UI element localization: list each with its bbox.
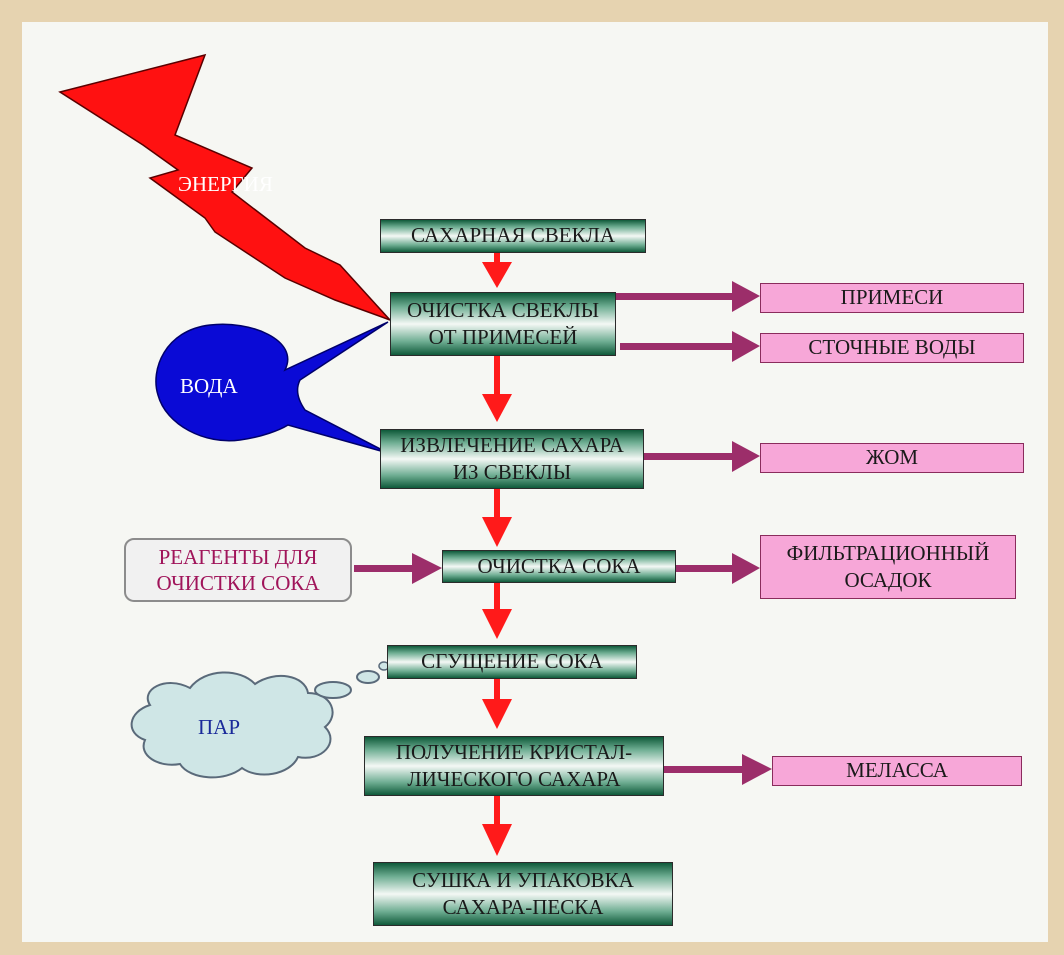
step-7-line-2: САХАРА-ПЕСКА	[442, 895, 604, 919]
step-4-label: ОЧИСТКА СОКА	[477, 553, 641, 578]
reagents-line-2: ОЧИСТКИ СОКА	[156, 571, 320, 595]
output-2-label: СТОЧНЫЕ ВОДЫ	[808, 335, 976, 360]
steam-cloud-icon	[130, 661, 390, 779]
output-molasses: МЕЛАССА	[772, 756, 1022, 786]
output-filter-sediment: ФИЛЬТРАЦИОННЫЙ ОСАДОК	[760, 535, 1016, 599]
water-label: ВОДА	[180, 374, 238, 398]
arrow-step4-to-step5	[482, 583, 512, 639]
arrow-from-reagents	[354, 553, 442, 584]
output-4-line-1: ФИЛЬТРАЦИОННЫЙ	[786, 540, 990, 565]
arrow-to-pulp	[644, 441, 760, 472]
step-sugar-extraction: ИЗВЛЕЧЕНИЕ САХАРА ИЗ СВЕКЛЫ	[380, 429, 644, 489]
output-wastewater: СТОЧНЫЕ ВОДЫ	[760, 333, 1024, 363]
reagents-box: РЕАГЕНТЫ ДЛЯ ОЧИСТКИ СОКА	[124, 538, 352, 602]
energy-label: ЭНЕРГИЯ	[178, 172, 273, 196]
water-drop-icon	[155, 321, 389, 454]
output-1-label: ПРИМЕСИ	[840, 285, 944, 310]
arrow-to-molasses	[664, 754, 772, 785]
steam-label: ПАР	[198, 715, 241, 739]
step-6-line-2: ЛИЧЕСКОГО САХАРА	[407, 767, 621, 791]
step-5-label: СГУЩЕНИЕ СОКА	[421, 649, 603, 674]
arrow-step6-to-step7	[482, 796, 512, 856]
flow-arrows	[482, 250, 512, 856]
step-crystallization: ПОЛУЧЕНИЕ КРИСТАЛ- ЛИЧЕСКОГО САХАРА	[364, 736, 664, 796]
step-1-label: САХАРНАЯ СВЕКЛА	[411, 223, 615, 248]
arrow-to-filter-sediment	[676, 553, 760, 584]
output-5-label: МЕЛАССА	[846, 758, 948, 783]
step-2-line-2: ОТ ПРИМЕСЕЙ	[428, 325, 578, 349]
arrow-step3-to-step4	[482, 489, 512, 547]
arrow-step1-to-step2	[482, 250, 512, 288]
step-3-line-2: ИЗ СВЕКЛЫ	[452, 460, 572, 484]
arrow-to-wastewater	[620, 331, 760, 362]
step-juice-cleaning: ОЧИСТКА СОКА	[442, 550, 676, 583]
step-sugar-beet: САХАРНАЯ СВЕКЛА	[380, 219, 646, 253]
arrow-to-impurities	[616, 281, 760, 312]
output-impurities: ПРИМЕСИ	[760, 283, 1024, 313]
output-4-line-2: ОСАДОК	[844, 568, 932, 592]
reagents-line-1: РЕАГЕНТЫ ДЛЯ	[158, 544, 318, 569]
step-drying-packing: СУШКА И УПАКОВКА САХАРА-ПЕСКА	[373, 862, 673, 926]
step-6-line-1: ПОЛУЧЕНИЕ КРИСТАЛ-	[395, 739, 633, 764]
arrow-step2-to-step3	[482, 356, 512, 422]
side-arrows	[354, 281, 772, 785]
output-3-label: ЖОМ	[865, 445, 919, 470]
arrow-step5-to-step6	[482, 679, 512, 729]
step-juice-thickening: СГУЩЕНИЕ СОКА	[387, 645, 637, 679]
step-3-line-1: ИЗВЛЕЧЕНИЕ САХАРА	[400, 432, 624, 457]
lightning-bolt-icon	[58, 53, 391, 321]
step-beet-cleaning: ОЧИСТКА СВЕКЛЫ ОТ ПРИМЕСЕЙ	[390, 292, 616, 356]
step-7-line-1: СУШКА И УПАКОВКА	[412, 867, 634, 892]
output-pulp: ЖОМ	[760, 443, 1024, 473]
step-2-line-1: ОЧИСТКА СВЕКЛЫ	[406, 297, 600, 322]
